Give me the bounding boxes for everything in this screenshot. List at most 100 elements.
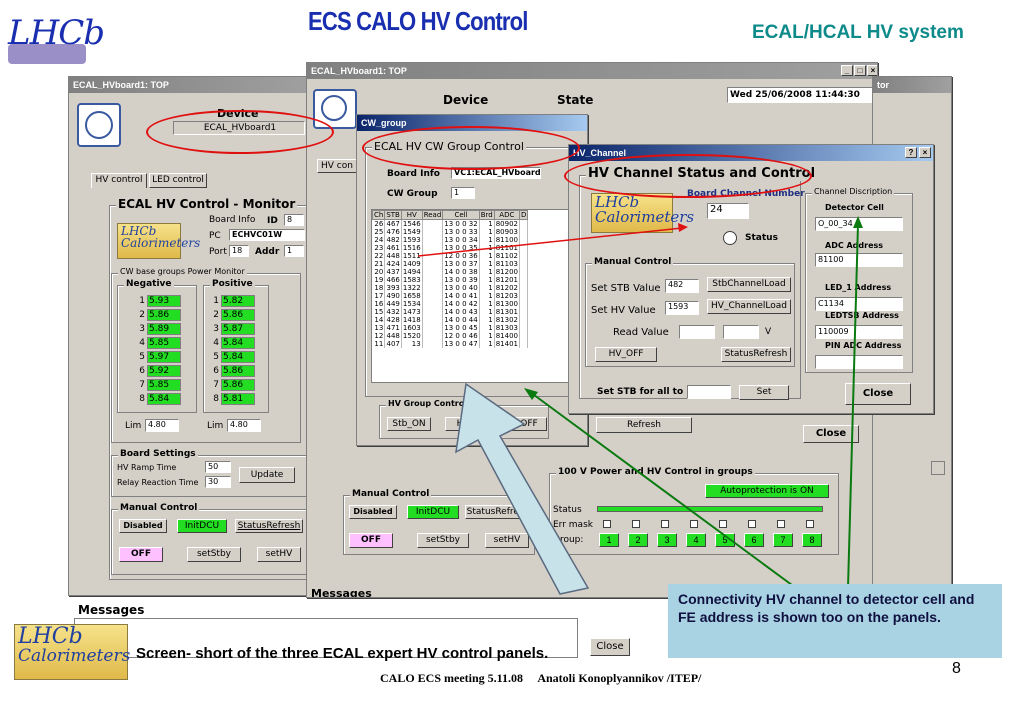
minimize-button[interactable]: _ [841,65,853,76]
errmask-checkbox[interactable] [748,520,756,528]
errmask-checkbox[interactable] [661,520,669,528]
pin-adc-field [815,355,903,369]
group-button[interactable]: 7 [773,533,793,547]
disabled-button[interactable]: Disabled [119,519,167,533]
group-button[interactable]: 3 [657,533,677,547]
stb-on-button[interactable]: Stb_ON [387,417,431,431]
window-hv-titlebar[interactable]: HV_Channel [569,145,933,161]
table-cell: 1322 [401,284,423,292]
setstby-button-mid[interactable]: setStby [417,533,469,548]
group-button[interactable]: 8 [802,533,822,547]
close-hv-window-button[interactable]: × [919,147,931,158]
hv-off-button[interactable]: HV_OFF [595,347,657,362]
cw-group-control-title: ECAL HV CW Group Control [372,140,526,153]
tab-hv-control[interactable]: HV control [91,173,147,188]
table-cell: 13 0 0 33 [442,228,480,236]
ramp-field[interactable]: 50 [205,461,231,473]
statusrefresh-button[interactable]: StatusRefresh [235,519,303,533]
group-button[interactable]: 5 [715,533,735,547]
autoprotection-indicator: Autoprotection is ON [705,484,829,498]
close-button-messages[interactable]: Close [590,638,630,656]
lim-neg-field[interactable]: 4.80 [145,419,179,432]
messages-area-left[interactable] [74,618,578,658]
hv-channel-load-button[interactable]: HV_ChannelLoad [707,299,791,314]
errmask-checkbox[interactable] [632,520,640,528]
initdcu-button-mid[interactable]: InitDCU [407,505,459,519]
window-top-mid-titlebar[interactable]: ECAL_HVboard1: TOP [307,63,877,79]
group-button[interactable]: 1 [599,533,619,547]
green-arrow-head-1 [524,388,538,400]
table-cell: 461 [384,244,402,252]
status-refresh-button-hv[interactable]: StatusRefresh [721,347,791,362]
sethv-button[interactable]: setHV [257,547,301,562]
refresh-button[interactable]: Refresh [596,417,692,433]
disabled-button-mid[interactable]: Disabled [349,505,397,519]
errmask-checkbox[interactable] [806,520,814,528]
table-cell: 13 0 0 47 [442,340,480,348]
errmask-checkbox[interactable] [690,520,698,528]
table-header[interactable]: Ch [372,210,386,220]
update-button[interactable]: Update [239,467,295,483]
lim-pos-field[interactable]: 4.80 [227,419,261,432]
manual-control-hv: Manual Control [585,257,795,367]
board-channel-field[interactable]: 24 [707,203,749,219]
errmask-checkbox[interactable] [777,520,785,528]
group-button[interactable]: 6 [744,533,764,547]
pm-channel-number: 8 [139,394,145,404]
table-header[interactable]: Cell [442,210,480,220]
window-right-scroll[interactable] [931,461,945,475]
table-cell: 1409 [401,260,423,268]
errmask-checkbox[interactable] [719,520,727,528]
window-right-titlebar[interactable]: tor [873,77,951,93]
setstby-button[interactable]: setStby [187,547,241,562]
group-button[interactable]: 2 [628,533,648,547]
help-button[interactable]: ? [905,147,917,158]
errmask-checkbox[interactable] [603,520,611,528]
set-stb-field[interactable]: 482 [665,279,699,293]
table-header[interactable]: HV [400,210,423,220]
table-header[interactable]: D [518,210,529,220]
table-cell: 81301 [494,308,520,316]
window-top-left-titlebar[interactable]: ECAL_HVboard1: TOP [69,77,311,93]
v-unit-label: V [765,327,772,337]
table-cell: 81401 [494,340,520,348]
stb-channel-load-button[interactable]: StbChannelLoad [707,277,791,292]
messages-label-left: Messages [78,603,145,617]
pc-label: PC [209,231,221,241]
close-button-mid[interactable]: Close [803,425,859,443]
initdcu-button[interactable]: InitDCU [177,519,227,533]
off-button[interactable]: OFF [119,547,163,562]
close-window-button[interactable]: × [867,65,877,76]
tab-led-control[interactable]: LED control [149,173,207,188]
set-stb-all-field[interactable] [687,385,731,399]
off-button-mid[interactable]: OFF [349,533,393,548]
set-button[interactable]: Set [739,385,789,400]
table-cell: 20 [372,268,386,276]
group-button[interactable]: 4 [686,533,706,547]
relay-field[interactable]: 30 [205,476,231,488]
table-cell: 428 [384,316,402,324]
sethv-button-mid[interactable]: setHV [485,533,529,548]
device-field[interactable]: ECAL_HVboard1 [173,121,305,135]
set-hv-field[interactable]: 1593 [665,301,699,315]
close-button-hv[interactable]: Close [845,383,911,405]
calorimeters-logo-hv: LHCb Calorimeters [591,193,694,233]
maximize-button[interactable]: □ [854,65,866,76]
